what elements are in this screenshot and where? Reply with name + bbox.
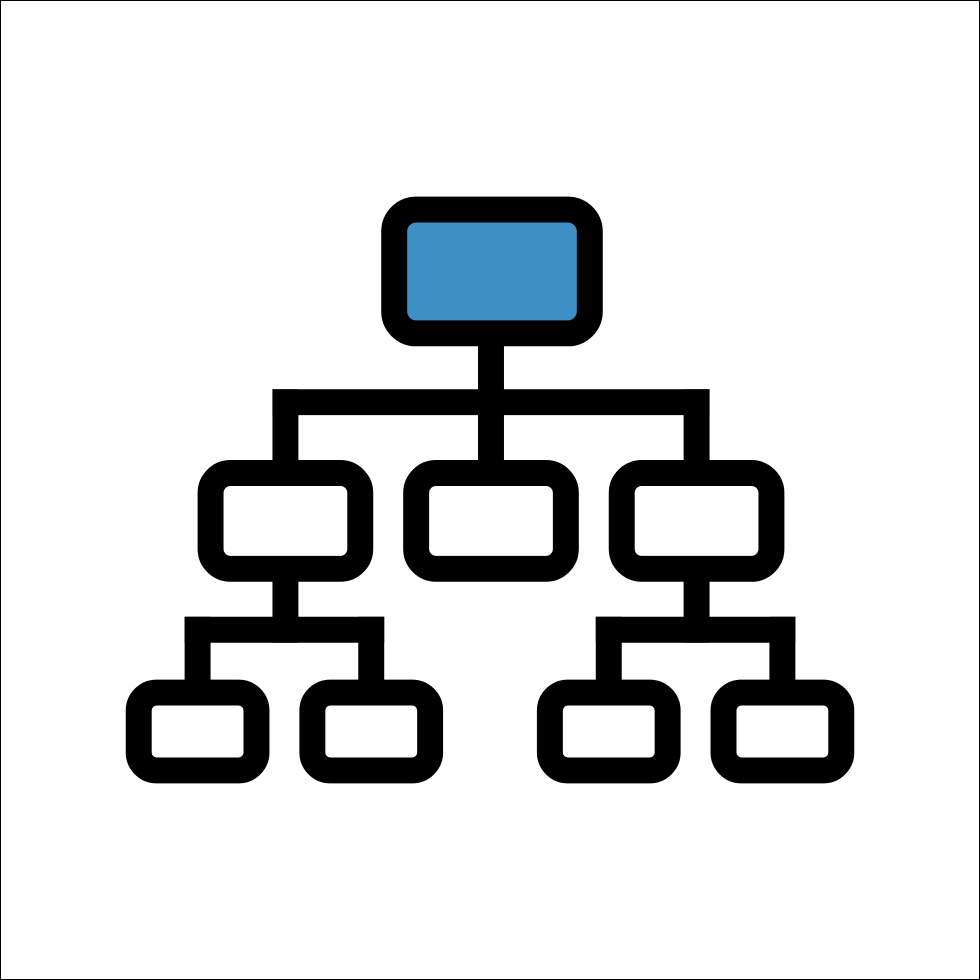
level-3-node-4 <box>710 679 855 784</box>
nodes <box>125 196 855 784</box>
level-2-node-right <box>608 460 785 582</box>
connector-lines <box>184 327 796 697</box>
root-node <box>381 196 603 347</box>
level-3-node-3 <box>536 679 681 784</box>
level-3-node-1 <box>125 679 270 784</box>
level-2-node-left <box>197 460 374 582</box>
level-2-node-middle <box>403 460 579 582</box>
level-3-node-2 <box>299 679 444 784</box>
